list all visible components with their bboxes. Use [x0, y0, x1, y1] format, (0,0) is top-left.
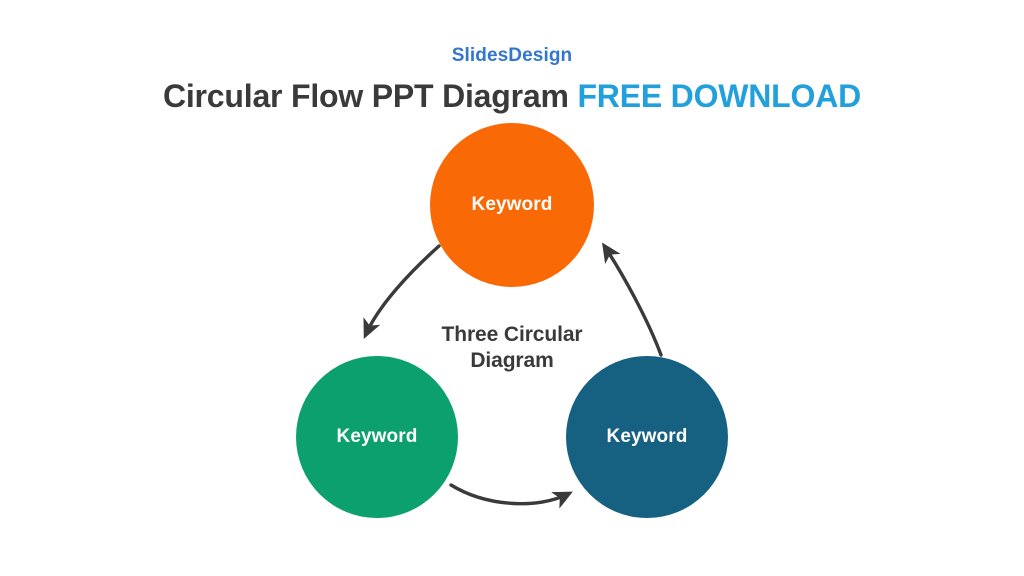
arrow-left-to-right	[449, 483, 573, 509]
center-caption-line-1: Three Circular	[441, 323, 583, 346]
page-title: Circular Flow PPT Diagram FREE DOWNLOAD	[0, 76, 1024, 116]
brand-label: SlidesDesign	[451, 45, 573, 66]
page-title-accent: FREE DOWNLOAD	[577, 78, 862, 114]
node-keyword-left[interactable]: Keyword	[296, 356, 458, 518]
node-keyword-top[interactable]: Keyword	[430, 123, 594, 287]
page-title-main: Circular Flow PPT Diagram	[162, 78, 569, 114]
node-keyword-right[interactable]: Keyword	[566, 356, 728, 518]
diagram-center-caption: Three Circular Diagram	[397, 322, 627, 374]
arrow-top-to-left	[363, 244, 441, 339]
center-caption-line-2: Diagram	[470, 349, 554, 372]
node-left-label: Keyword	[336, 426, 418, 447]
node-right-label: Keyword	[606, 426, 688, 447]
node-top-label: Keyword	[471, 194, 553, 215]
